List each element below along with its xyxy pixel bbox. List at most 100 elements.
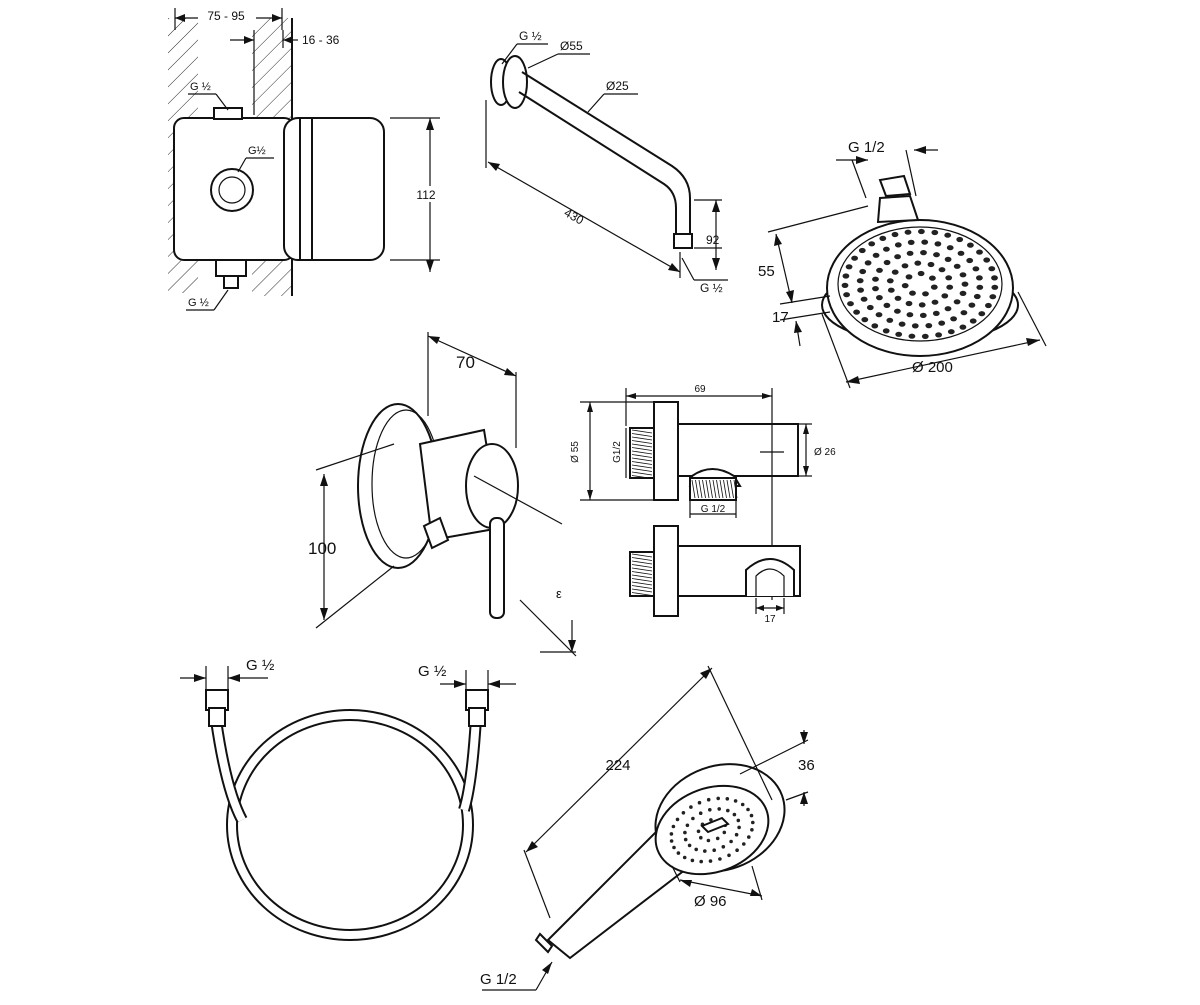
nozzle-hole (960, 310, 968, 316)
hand-nozzle-hole (712, 848, 716, 852)
nozzle-hole (895, 331, 903, 337)
hand-nozzle-hole (735, 848, 739, 852)
thread-line (631, 553, 653, 558)
nozzle-hole (891, 231, 899, 238)
nozzle-hole (968, 302, 976, 308)
thread-line (719, 479, 724, 499)
nozzle-hole (991, 275, 998, 281)
arm-drop-dim: 92 (706, 233, 720, 247)
nozzle-hole (875, 312, 883, 318)
concealed-box-drawing: 75 - 95 16 - 36 G ½ G½ G ½ 112 (168, 8, 442, 311)
hand-nozzle-hole (669, 832, 674, 836)
nozzle-hole (931, 299, 939, 305)
nozzle-hole (918, 302, 926, 308)
nozzle-hole (976, 275, 983, 281)
hand-nozzle-hole (718, 857, 722, 861)
nozzle-hole (843, 292, 850, 298)
nozzle-hole (891, 269, 899, 275)
nozzle-hole (860, 296, 868, 302)
hand-nozzle-hole (747, 835, 751, 839)
nozzle-hole (938, 267, 946, 273)
thread-line (631, 571, 653, 575)
thread-line (631, 581, 653, 586)
nozzle-hole (925, 323, 933, 329)
hand-nozzle-hole (742, 842, 746, 846)
overhead-thread: G 1/2 (848, 139, 885, 156)
hand-nozzle-hole (721, 845, 726, 849)
nozzle-hole (841, 282, 849, 288)
thread-line (716, 479, 720, 499)
thread-line (691, 479, 696, 499)
thread-line (698, 479, 703, 499)
thread-line (631, 429, 653, 434)
nozzle-hole (953, 299, 961, 305)
nozzle-hole (909, 290, 916, 296)
thread-line (631, 560, 653, 565)
nozzle-hole (876, 295, 883, 301)
hand-nozzle-hole (699, 835, 703, 840)
hand-nozzle-hole (726, 808, 730, 813)
nozzle-hole (991, 284, 999, 290)
holder-clip (745, 558, 795, 596)
hand-nozzle-hole (699, 859, 703, 864)
box-width-dim: 75 - 95 (207, 9, 245, 23)
nozzle-hole (911, 323, 919, 329)
overhead-rim-dim: 17 (772, 309, 789, 326)
nozzle-hole (883, 302, 891, 308)
outlet-flange-top (653, 401, 679, 501)
outlet-thread-left: G1/2 (612, 441, 623, 463)
nozzle-hole (983, 257, 991, 263)
nozzle-hole (946, 284, 954, 290)
nozzle-hole (959, 324, 967, 330)
box-center-port (210, 168, 254, 212)
outlet-flange-dim: Ø 55 (570, 441, 581, 463)
nozzle-hole (872, 252, 880, 258)
box-thread-center: G½ (248, 145, 266, 157)
thread-line (631, 457, 653, 462)
nozzle-hole (953, 263, 961, 269)
hand-nozzle-hole (722, 830, 727, 835)
thread-line (631, 464, 653, 469)
nozzle-hole (918, 228, 925, 235)
arm-flange-dim: Ø55 (560, 39, 583, 53)
nozzle-hole (904, 229, 912, 235)
nozzle-hole (989, 294, 997, 300)
nozzle-hole (972, 266, 980, 272)
nozzle-hole (876, 267, 883, 273)
nozzle-hole (866, 304, 874, 311)
nozzle-hole (894, 295, 902, 301)
mixer-height-dim: 100 (308, 539, 336, 558)
thread-line (631, 557, 653, 561)
nozzle-hole (930, 284, 938, 290)
nozzle-hole (901, 283, 909, 289)
nozzle-hole (961, 281, 969, 287)
thread-line (631, 578, 653, 582)
thread-line (733, 479, 738, 499)
nozzle-hole (882, 328, 890, 334)
mixer-side-mark: ε (556, 586, 562, 601)
hand-nozzle-hole (732, 812, 737, 817)
nozzle-hole (945, 275, 953, 281)
thread-line (631, 592, 653, 596)
nozzle-hole (894, 242, 902, 248)
wall-hatch-right-bottom (252, 258, 292, 296)
hand-shower-diameter-dim: Ø 96 (694, 893, 727, 910)
nozzle-hole (921, 333, 929, 339)
nozzle-hole (908, 333, 916, 339)
nozzle-hole (894, 308, 901, 314)
hand-nozzle-hole (694, 847, 698, 852)
nozzle-hole (920, 250, 927, 256)
hand-nozzle-hole (687, 843, 692, 848)
hand-shower-depth-dim: 36 (798, 757, 815, 774)
nozzle-hole (978, 311, 986, 317)
nozzle-hole (929, 275, 936, 281)
hose-thread-left: G ½ (246, 657, 275, 674)
nozzle-hole (919, 312, 927, 318)
hand-nozzle-hole (689, 805, 693, 809)
thread-line (631, 468, 653, 472)
nozzle-hole (969, 318, 977, 324)
arm-thread-bottom: G ½ (700, 281, 723, 295)
nozzle-hole (886, 278, 894, 284)
hand-nozzle-hole (749, 813, 754, 818)
